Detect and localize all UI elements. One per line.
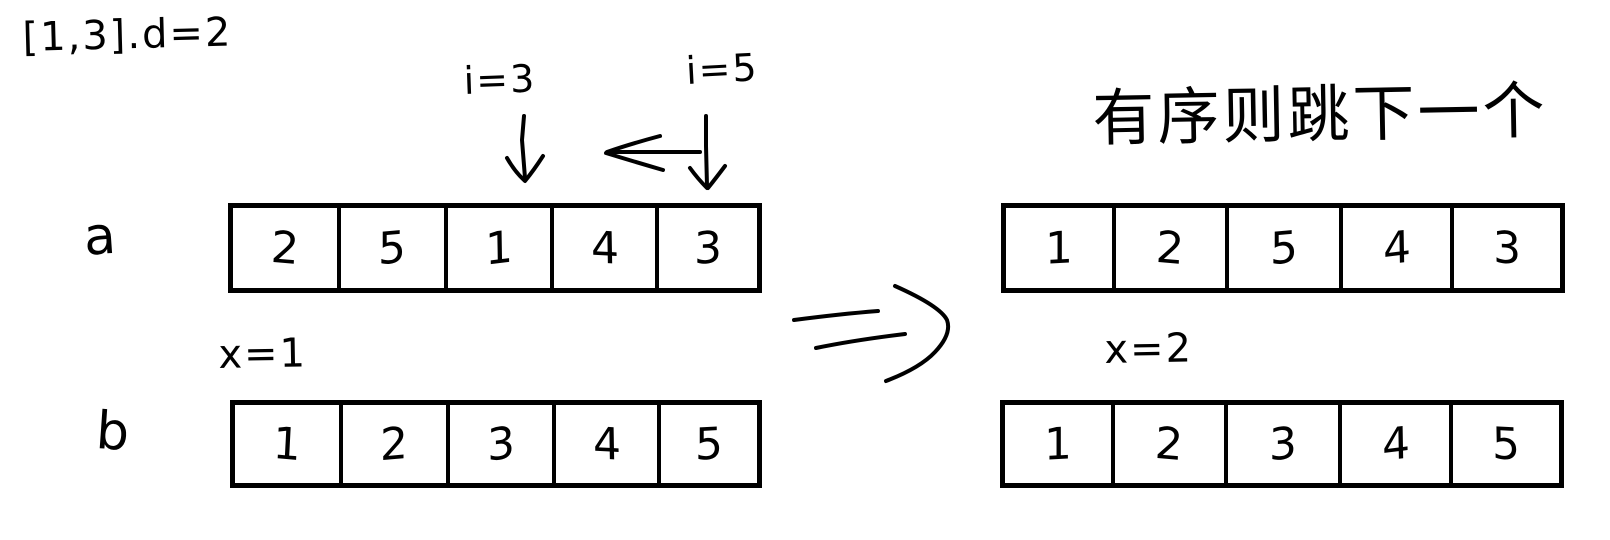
- array-a-after: 1 2 5 4 3: [1001, 203, 1565, 293]
- array-cell-value: 4: [1381, 416, 1410, 472]
- array-cell: 1: [448, 208, 554, 288]
- array-a-before: 2 5 1 4 3: [228, 203, 762, 293]
- array-cell-value: 3: [486, 416, 516, 472]
- left-arrow-icon: [604, 134, 702, 172]
- array-cell-value: 5: [378, 221, 407, 275]
- array-cell-value: 1: [271, 417, 303, 471]
- down-arrow-icon: [688, 114, 727, 190]
- index-label-left: i=3: [462, 56, 537, 103]
- double-right-arrow-icon: [792, 284, 951, 383]
- array-cell-value: 2: [1154, 417, 1185, 471]
- array-cell: 2: [233, 208, 341, 288]
- array-cell-value: 4: [590, 221, 620, 275]
- array-cell: 2: [1114, 405, 1229, 483]
- array-cell-value: 1: [1043, 417, 1072, 471]
- array-cell: 4: [553, 208, 660, 288]
- array-cell-value: 2: [269, 221, 301, 275]
- array-cell-value: 1: [484, 220, 514, 276]
- array-cell: 1: [1006, 208, 1116, 288]
- array-cell: 1: [1005, 405, 1115, 483]
- array-cell: 3: [1454, 208, 1560, 288]
- array-cell: 5: [1229, 208, 1343, 288]
- array-cell-value: 4: [592, 417, 622, 471]
- array-cell: 2: [342, 405, 451, 483]
- array-b-before: 1 2 3 4 5: [230, 400, 762, 488]
- array-cell: 5: [661, 405, 757, 483]
- x-value-after: x=2: [1103, 325, 1194, 373]
- array-cell: 5: [340, 208, 449, 288]
- array-cell-value: 2: [380, 417, 409, 471]
- array-cell: 1: [235, 405, 343, 483]
- array-b-after: 1 2 3 4 5: [1000, 400, 1564, 488]
- array-cell-value: 4: [1382, 220, 1411, 276]
- array-cell: 4: [1342, 208, 1455, 288]
- array-label-b-before: b: [94, 401, 134, 464]
- array-cell-value: 5: [1491, 417, 1521, 471]
- array-cell: 5: [1453, 405, 1559, 483]
- array-cell-value: 2: [1155, 221, 1186, 275]
- range-note: [1,3].d=2: [21, 9, 233, 61]
- array-cell: 2: [1115, 208, 1230, 288]
- chinese-note: 有序则跳下一个: [1091, 74, 1549, 155]
- index-label-right: i=5: [684, 45, 760, 93]
- array-cell-value: 3: [694, 221, 723, 275]
- array-cell-value: 1: [1044, 221, 1073, 275]
- down-arrow-icon: [505, 114, 545, 183]
- array-cell: 3: [659, 208, 757, 288]
- array-cell: 4: [555, 405, 662, 483]
- x-value-before: x=1: [217, 330, 308, 378]
- array-cell: 4: [1341, 405, 1454, 483]
- array-cell: 3: [450, 405, 556, 483]
- array-label-a-before: a: [81, 205, 120, 268]
- array-cell-value: 5: [695, 417, 724, 471]
- array-cell-value: 5: [1270, 221, 1298, 275]
- array-cell-value: 3: [1269, 417, 1297, 471]
- array-cell-value: 3: [1492, 221, 1522, 275]
- array-cell: 3: [1228, 405, 1342, 483]
